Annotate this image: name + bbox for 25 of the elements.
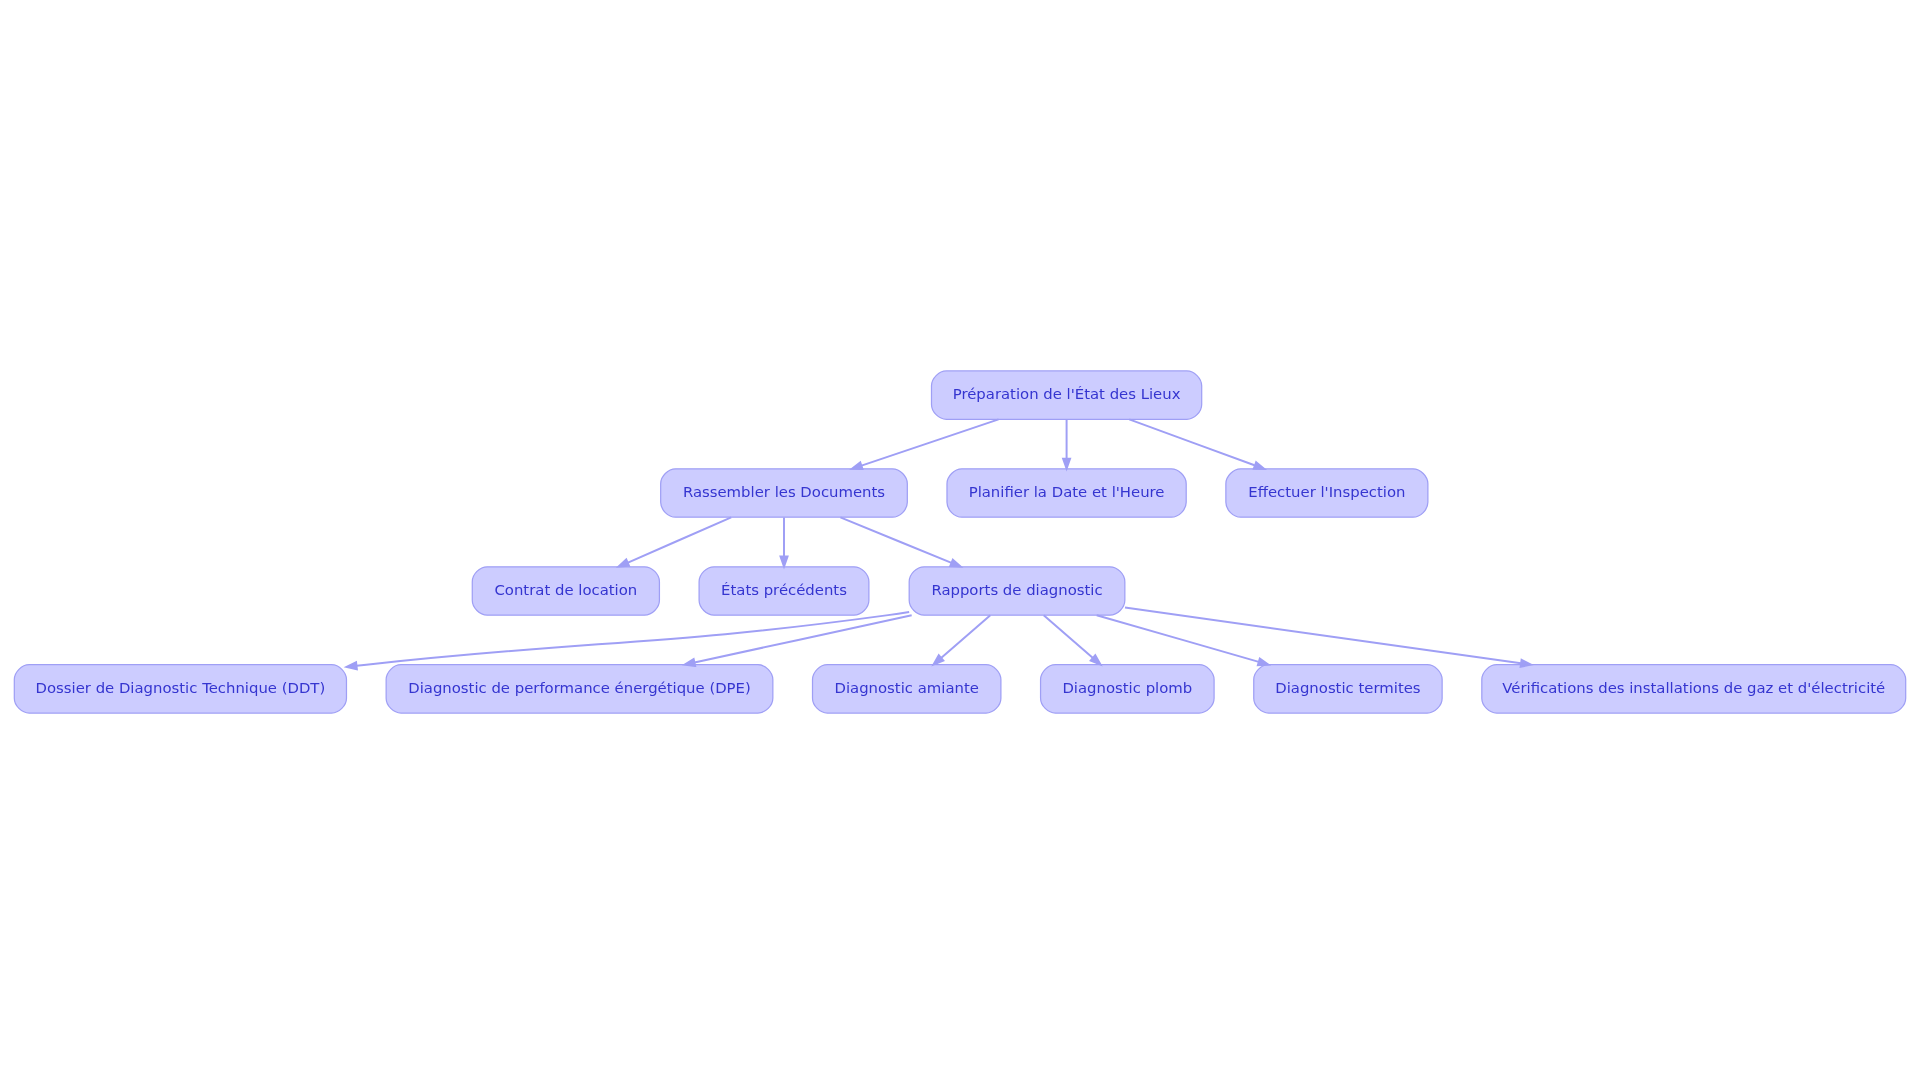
arrow [615,515,733,568]
arrow [779,515,789,569]
arrow [1042,613,1103,666]
node-box: Diagnostic amiante [811,663,1002,714]
arrow [1061,418,1072,472]
node-box: Diagnostic de performance énergétique (DPE) [385,663,774,714]
node-box: Diagnostic termites [1253,663,1443,714]
arrow [849,417,1000,470]
arrow [1128,417,1268,470]
arrow [1095,613,1272,666]
arrow [681,613,913,667]
node-box: Effectuer l'Inspection [1225,467,1429,518]
arrow [343,610,911,670]
node-box: Préparation de l'État des Lieux [930,369,1203,420]
node-box: Planifier la Date et l'Heure [946,467,1187,518]
node-box: Rassembler les Documents [660,467,908,518]
arrow [931,613,992,666]
node-box: Contrat de location [471,565,661,616]
node-box: Rapports de diagnostic [908,565,1126,616]
node-box: États précédents [698,565,870,616]
node-box: Dossier de Diagnostic Technique (DDT) [13,663,348,714]
node-box: Vérifications des installations de gaz et d'électricité [1481,663,1907,714]
node-box: Diagnostic plomb [1039,663,1215,714]
arrow [1124,605,1534,668]
arrow [839,515,964,568]
